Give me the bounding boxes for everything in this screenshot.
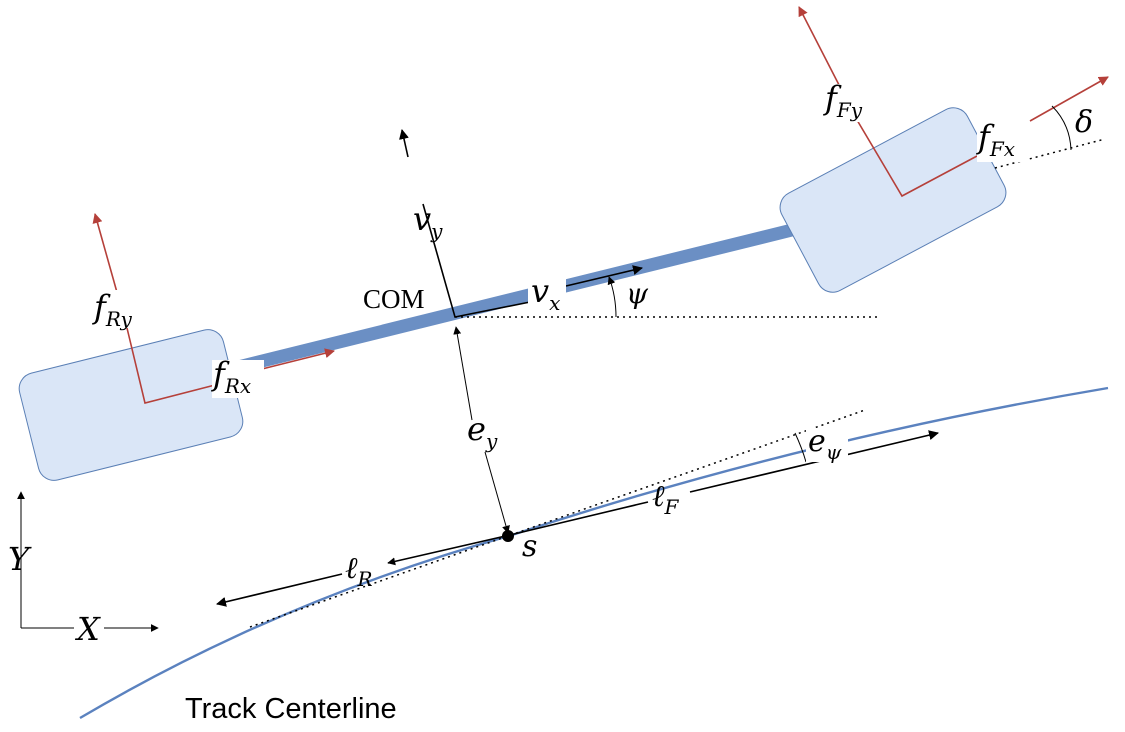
lr-arrow (387, 534, 511, 566)
label-v-y: vy (413, 200, 443, 243)
label-l-r: ℓR (345, 551, 373, 591)
rear-longitudinal-force-arrow (261, 348, 335, 370)
yaw-angle-arc (607, 276, 617, 318)
front-longitudinal-force-arrow (1029, 76, 1109, 122)
front-wheel (779, 107, 1007, 293)
svg-text:fFx: fFx (976, 118, 1015, 161)
label-e-psi: eψ (806, 424, 848, 464)
label-s: s (522, 529, 537, 564)
label-axis-y: Y (8, 540, 32, 578)
svg-text:vx: vx (531, 272, 560, 315)
heading-error-arc (794, 432, 807, 463)
label-axis-x: X (74, 610, 101, 648)
rear-force-frame (126, 327, 216, 404)
vy-arrow (399, 129, 409, 158)
label-com: COM (363, 284, 425, 314)
label-f-Rx: fRx (211, 355, 264, 398)
label-e-y: ey (467, 410, 498, 453)
ey-line-lower (484, 451, 510, 534)
rear-wheel (18, 329, 244, 481)
lr-arrow-b (216, 573, 343, 607)
front-heading-dotted-line (994, 138, 1106, 169)
label-v-x: vx (528, 272, 566, 315)
label-track-centerline: Track Centerline (185, 693, 397, 725)
front-force-frame (856, 119, 978, 198)
track-tangent-line (249, 409, 866, 628)
label-psi: ψ (626, 277, 649, 310)
com-frame-vy (422, 203, 541, 318)
ey-line-upper (453, 326, 473, 421)
chassis-bar (236, 221, 802, 374)
label-f-Ry: fRy (92, 288, 144, 331)
lf-arrow (509, 501, 649, 536)
label-l-f: ℓF (652, 479, 680, 519)
vx-arrow (565, 265, 643, 287)
track-centerline-curve (79, 386, 1109, 720)
svg-text:eψ: eψ (808, 424, 842, 464)
label-delta: δ (1075, 105, 1093, 140)
label-f-Fx: fFx (976, 118, 1029, 162)
projection-point-s (502, 530, 514, 542)
label-f-Fy: fFy (823, 79, 875, 122)
lf-arrow-b (689, 430, 939, 493)
steering-angle-arc (1051, 105, 1072, 151)
